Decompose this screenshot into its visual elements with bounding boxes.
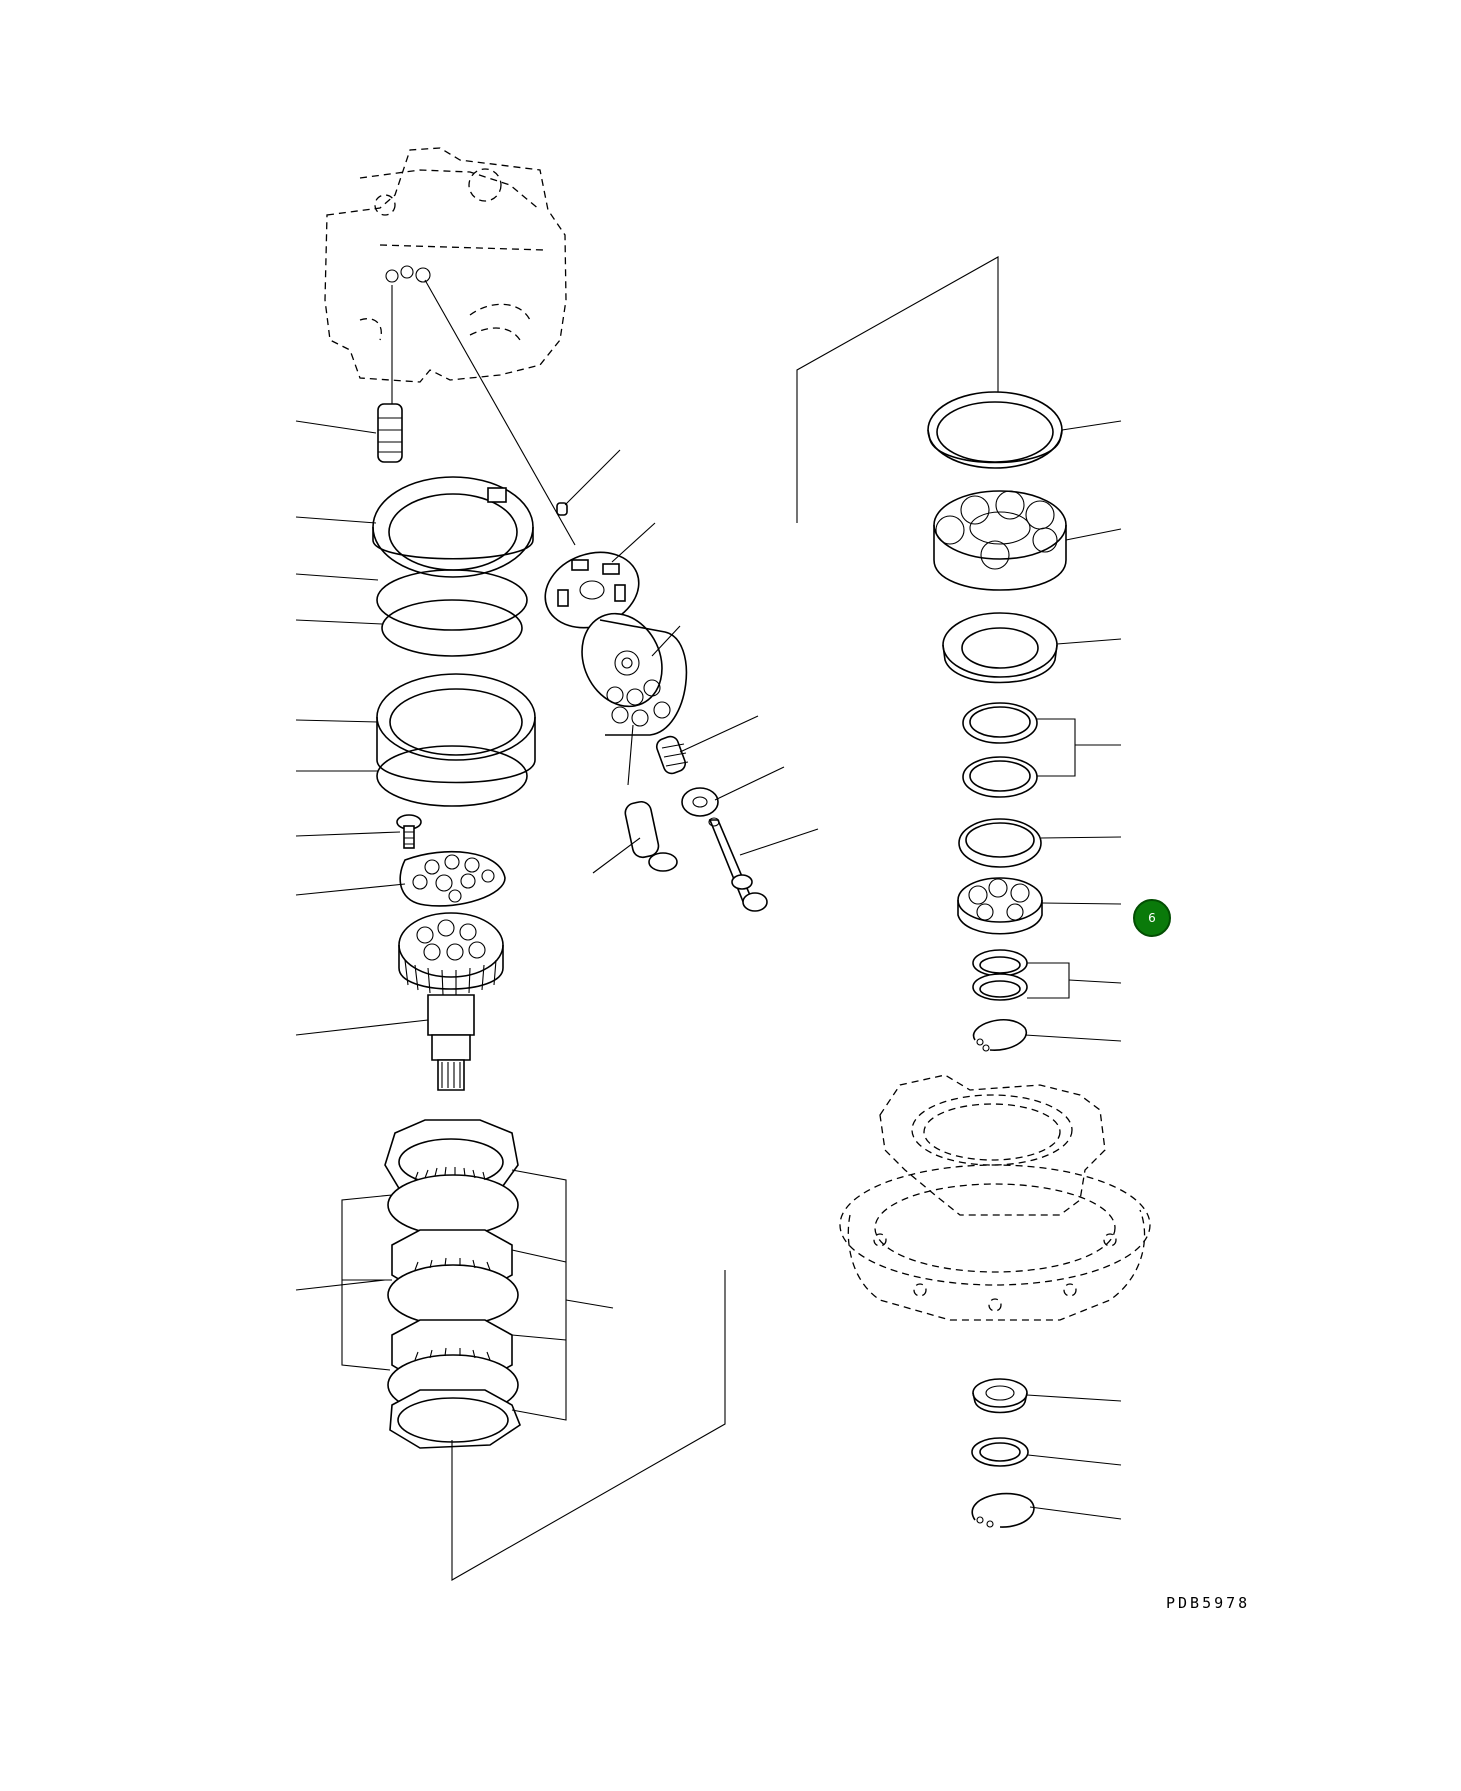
valve-housing-ghost <box>324 147 567 383</box>
spring-pair[interactable] <box>972 949 1028 1001</box>
cylinder-block[interactable] <box>567 600 688 736</box>
pin-connector-line <box>424 279 576 546</box>
snap-ring-upper[interactable] <box>972 1019 1028 1052</box>
valve-plate[interactable] <box>535 540 650 640</box>
leader-lines <box>295 256 1122 1581</box>
shim-upper[interactable] <box>962 702 1038 744</box>
callout-badge-6[interactable]: 6 <box>1133 899 1171 937</box>
bearing-cone[interactable] <box>972 1378 1028 1414</box>
bolt[interactable] <box>396 814 422 849</box>
small-spring[interactable] <box>655 734 689 775</box>
snap-ring-lower[interactable] <box>971 1492 1035 1528</box>
oring-upper-2[interactable] <box>381 599 523 657</box>
roller-bearing-large[interactable] <box>933 490 1067 591</box>
roller-bearing-small[interactable] <box>957 877 1043 935</box>
motor-housing-ghost <box>839 1074 1151 1321</box>
oring-lower[interactable] <box>376 745 528 807</box>
spring-stack[interactable] <box>377 285 403 463</box>
seal-retainer-ring[interactable] <box>376 673 536 784</box>
bearing-housing-ring[interactable] <box>372 476 534 578</box>
drawing-code-label: PDB5978 <box>1166 1594 1251 1612</box>
clutch-plate-stack[interactable] <box>384 1119 521 1449</box>
bushing-ring[interactable] <box>958 818 1042 868</box>
thrust-ring-top[interactable] <box>927 391 1063 469</box>
oring-upper-1[interactable] <box>376 569 528 631</box>
seal-cap[interactable] <box>942 612 1058 684</box>
retainer-plate[interactable] <box>399 850 506 907</box>
valve-rod[interactable] <box>708 817 768 912</box>
small-pin[interactable] <box>556 502 568 516</box>
washer[interactable] <box>971 1437 1029 1467</box>
collar[interactable] <box>681 787 719 817</box>
shim-lower[interactable] <box>962 756 1038 798</box>
output-shaft-pinion[interactable] <box>398 912 504 1091</box>
